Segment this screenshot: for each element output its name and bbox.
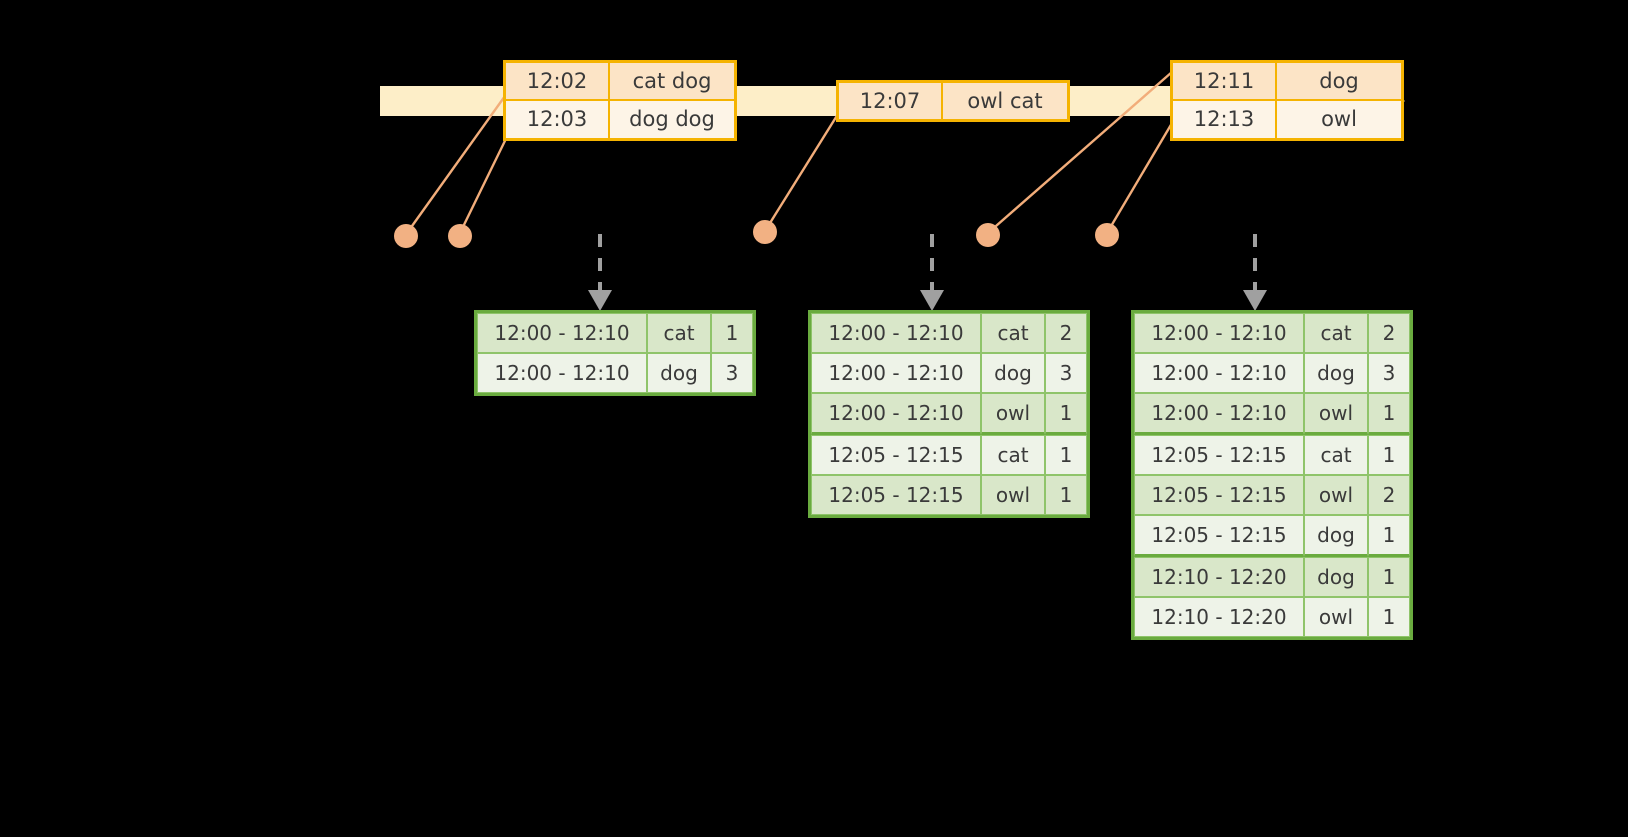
window-key: owl xyxy=(1304,597,1368,637)
window-key: owl xyxy=(1304,475,1368,515)
table-row[interactable]: 12:00 - 12:10 dog 3 xyxy=(1134,353,1410,393)
window-count: 1 xyxy=(711,313,753,353)
event-value: owl cat xyxy=(942,82,1068,121)
window-count: 3 xyxy=(1368,353,1410,393)
window-result-table-1[interactable]: 12:00 - 12:10 cat 1 12:00 - 12:10 dog 3 xyxy=(474,310,756,396)
event-dot-3 xyxy=(753,220,777,244)
window-key: cat xyxy=(981,313,1045,353)
window-count: 1 xyxy=(1045,393,1087,435)
window-range: 12:05 - 12:15 xyxy=(1134,475,1304,515)
window-key: owl xyxy=(1304,393,1368,435)
event-row[interactable]: 12:13 owl xyxy=(1172,100,1402,139)
window-count: 1 xyxy=(1368,435,1410,475)
event-dot-2 xyxy=(448,224,472,248)
window-range: 12:00 - 12:10 xyxy=(477,313,647,353)
window-count: 1 xyxy=(1368,557,1410,597)
window-range: 12:05 - 12:15 xyxy=(1134,515,1304,557)
window-count: 2 xyxy=(1045,313,1087,353)
window-range: 12:00 - 12:10 xyxy=(1134,353,1304,393)
table-row[interactable]: 12:00 - 12:10 cat 2 xyxy=(1134,313,1410,353)
emit-arrowheads xyxy=(588,290,1267,311)
window-key: dog xyxy=(647,353,711,393)
window-range: 12:00 - 12:10 xyxy=(811,353,981,393)
event-row[interactable]: 12:02 cat dog xyxy=(505,62,735,101)
window-key: dog xyxy=(981,353,1045,393)
table-row[interactable]: 12:00 - 12:10 cat 2 xyxy=(811,313,1087,353)
window-count: 3 xyxy=(711,353,753,393)
window-range: 12:05 - 12:15 xyxy=(1134,435,1304,475)
window-range: 12:00 - 12:10 xyxy=(811,393,981,435)
window-range: 12:00 - 12:10 xyxy=(1134,393,1304,435)
event-value: dog dog xyxy=(609,100,735,139)
window-key: dog xyxy=(1304,557,1368,597)
window-key: cat xyxy=(647,313,711,353)
emit-arrows xyxy=(598,234,1257,290)
window-count: 3 xyxy=(1045,353,1087,393)
window-range: 12:10 - 12:20 xyxy=(1134,557,1304,597)
window-key: cat xyxy=(981,435,1045,475)
window-count: 1 xyxy=(1045,475,1087,515)
table-row[interactable]: 12:00 - 12:10 cat 1 xyxy=(477,313,753,353)
window-key: dog xyxy=(1304,515,1368,557)
window-range: 12:05 - 12:15 xyxy=(811,475,981,515)
table-row[interactable]: 12:00 - 12:10 owl 1 xyxy=(1134,393,1410,435)
window-range: 12:00 - 12:10 xyxy=(811,313,981,353)
table-row[interactable]: 12:05 - 12:15 owl 2 xyxy=(1134,475,1410,515)
event-dot-5 xyxy=(1095,223,1119,247)
table-row[interactable]: 12:00 - 12:10 dog 3 xyxy=(811,353,1087,393)
event-row[interactable]: 12:07 owl cat xyxy=(838,82,1068,121)
window-range: 12:10 - 12:20 xyxy=(1134,597,1304,637)
event-time: 12:13 xyxy=(1172,100,1276,139)
table-row[interactable]: 12:05 - 12:15 dog 1 xyxy=(1134,515,1410,557)
table-row[interactable]: 12:05 - 12:15 cat 1 xyxy=(811,435,1087,475)
event-group-3[interactable]: 12:11 dog 12:13 owl xyxy=(1170,60,1404,141)
window-count: 1 xyxy=(1368,597,1410,637)
table-row[interactable]: 12:10 - 12:20 dog 1 xyxy=(1134,557,1410,597)
window-range: 12:05 - 12:15 xyxy=(811,435,981,475)
event-row[interactable]: 12:03 dog dog xyxy=(505,100,735,139)
window-result-table-3[interactable]: 12:00 - 12:10 cat 2 12:00 - 12:10 dog 3 … xyxy=(1131,310,1413,640)
window-key: cat xyxy=(1304,313,1368,353)
event-value: owl xyxy=(1276,100,1402,139)
window-count: 2 xyxy=(1368,313,1410,353)
table-row[interactable]: 12:05 - 12:15 cat 1 xyxy=(1134,435,1410,475)
event-value: dog xyxy=(1276,62,1402,101)
event-group-1[interactable]: 12:02 cat dog 12:03 dog dog xyxy=(503,60,737,141)
event-time: 12:02 xyxy=(505,62,609,101)
table-row[interactable]: 12:10 - 12:20 owl 1 xyxy=(1134,597,1410,637)
window-count: 1 xyxy=(1368,515,1410,557)
window-key: owl xyxy=(981,475,1045,515)
table-row[interactable]: 12:05 - 12:15 owl 1 xyxy=(811,475,1087,515)
event-time: 12:07 xyxy=(838,82,942,121)
window-count: 1 xyxy=(1368,393,1410,435)
event-row[interactable]: 12:11 dog xyxy=(1172,62,1402,101)
window-count: 1 xyxy=(1045,435,1087,475)
event-group-2[interactable]: 12:07 owl cat xyxy=(836,80,1070,123)
window-range: 12:00 - 12:10 xyxy=(477,353,647,393)
event-dot-1 xyxy=(394,224,418,248)
event-dot-4 xyxy=(976,223,1000,247)
window-key: owl xyxy=(981,393,1045,435)
window-count: 2 xyxy=(1368,475,1410,515)
window-key: dog xyxy=(1304,353,1368,393)
event-time: 12:11 xyxy=(1172,62,1276,101)
window-result-table-2[interactable]: 12:00 - 12:10 cat 2 12:00 - 12:10 dog 3 … xyxy=(808,310,1090,518)
event-value: cat dog xyxy=(609,62,735,101)
table-row[interactable]: 12:00 - 12:10 dog 3 xyxy=(477,353,753,393)
event-time: 12:03 xyxy=(505,100,609,139)
window-key: cat xyxy=(1304,435,1368,475)
event-dots xyxy=(394,220,1119,248)
window-range: 12:00 - 12:10 xyxy=(1134,313,1304,353)
table-row[interactable]: 12:00 - 12:10 owl 1 xyxy=(811,393,1087,435)
